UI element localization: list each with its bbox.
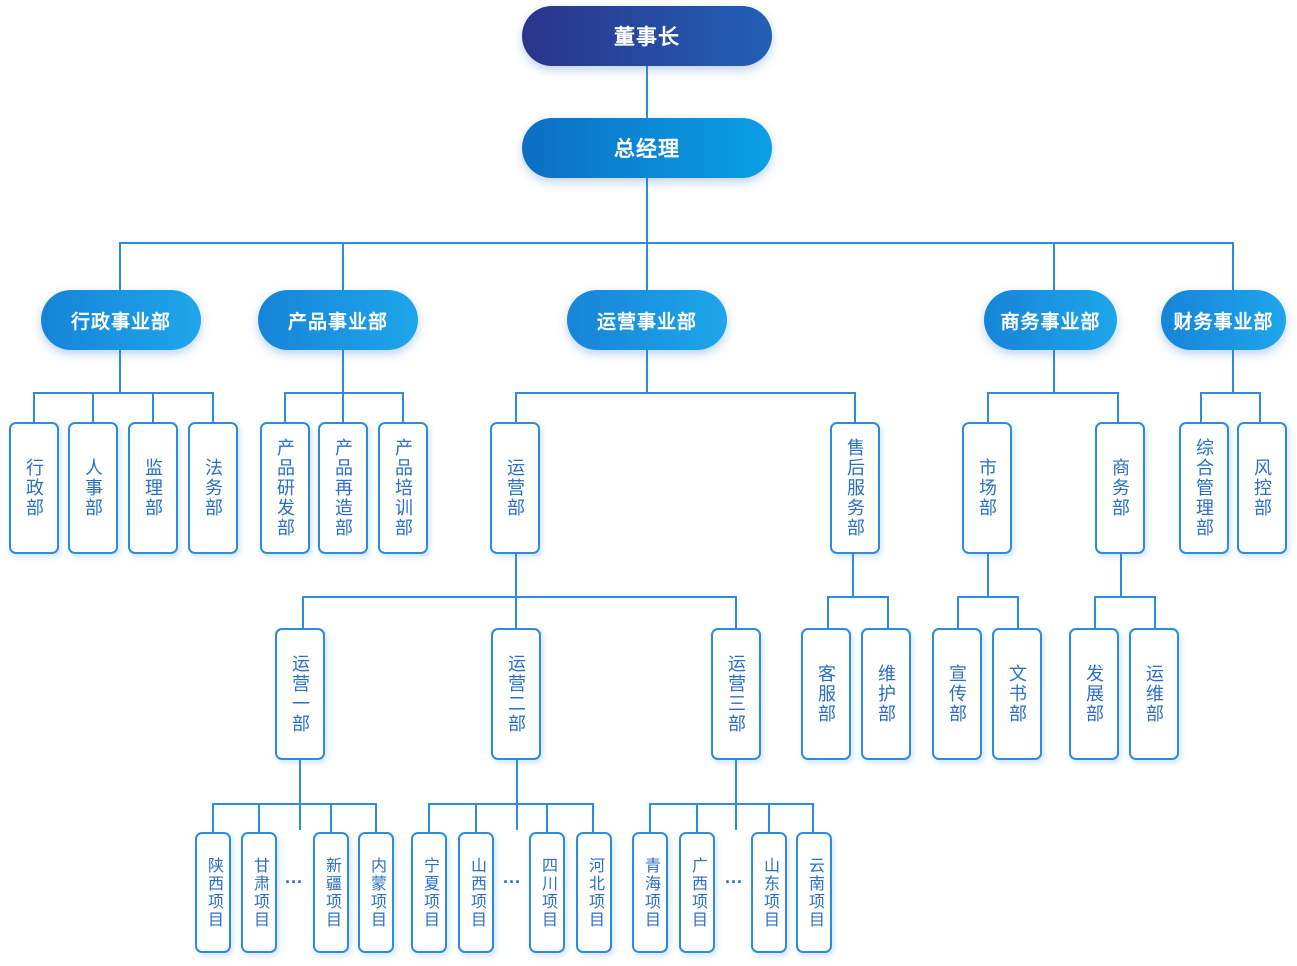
ellipsis-ops-one: ··· bbox=[285, 872, 303, 892]
connector-admin-depts bbox=[33, 348, 214, 422]
dept-commerce: 商务部 bbox=[1095, 422, 1145, 554]
project-yunnan: 云南项目 bbox=[796, 832, 832, 953]
dept-after-sales: 售后服务部 bbox=[830, 422, 880, 554]
division-business: 商务事业部 bbox=[984, 290, 1117, 350]
project-guangxi: 广西项目 bbox=[679, 832, 715, 953]
connector-business-depts bbox=[987, 348, 1119, 422]
connector-ops-subs bbox=[302, 553, 737, 628]
general-manager-node: 总经理 bbox=[522, 118, 772, 178]
project-inner-mongolia: 内蒙项目 bbox=[358, 832, 394, 953]
project-xinjiang: 新疆项目 bbox=[313, 832, 349, 953]
dept-risk-control: 风控部 bbox=[1237, 422, 1287, 554]
project-ningxia: 宁夏项目 bbox=[411, 832, 447, 953]
dept-product-rnd: 产品研发部 bbox=[260, 422, 310, 554]
division-admin: 行政事业部 bbox=[41, 290, 201, 350]
dept-market: 市场部 bbox=[962, 422, 1012, 554]
subdept-publicity: 宣传部 bbox=[932, 628, 982, 760]
connector-commerce-subs bbox=[1094, 553, 1156, 628]
dept-general-mgmt: 综合管理部 bbox=[1179, 422, 1229, 554]
connector-aftersales-subs bbox=[827, 553, 889, 628]
dept-hr: 人事部 bbox=[68, 422, 118, 554]
project-sichuan: 四川项目 bbox=[529, 832, 565, 953]
connector-product-depts bbox=[284, 348, 404, 422]
connector-ops-three-projects bbox=[649, 760, 814, 832]
subdept-ops-maintenance: 运维部 bbox=[1129, 628, 1179, 760]
division-product: 产品事业部 bbox=[258, 290, 418, 350]
chairman-node: 董事长 bbox=[522, 6, 772, 66]
dept-product-remake: 产品再造部 bbox=[318, 422, 368, 554]
subdept-maintenance: 维护部 bbox=[861, 628, 911, 760]
dept-legal: 法务部 bbox=[188, 422, 238, 554]
connector-ops-depts bbox=[515, 348, 856, 422]
project-shanxi: 山西项目 bbox=[458, 832, 494, 953]
dept-supervision: 监理部 bbox=[128, 422, 178, 554]
dept-operations: 运营部 bbox=[490, 422, 540, 554]
project-gansu: 甘肃项目 bbox=[241, 832, 277, 953]
subdept-ops-one: 运营一部 bbox=[275, 628, 325, 760]
ellipsis-ops-three: ··· bbox=[725, 872, 743, 892]
subdept-development: 发展部 bbox=[1069, 628, 1119, 760]
connector-finance-depts bbox=[1200, 348, 1261, 422]
division-finance: 财务事业部 bbox=[1161, 290, 1286, 350]
connector-division-bus bbox=[119, 242, 1234, 290]
dept-admin-office: 行政部 bbox=[9, 422, 59, 554]
project-qinghai: 青海项目 bbox=[632, 832, 668, 953]
connector-market-subs bbox=[957, 553, 1019, 628]
project-shandong: 山东项目 bbox=[751, 832, 787, 953]
ellipsis-ops-two: ··· bbox=[503, 872, 521, 892]
dept-product-training: 产品培训部 bbox=[378, 422, 428, 554]
subdept-customer-service: 客服部 bbox=[801, 628, 851, 760]
subdept-secretariat: 文书部 bbox=[992, 628, 1042, 760]
project-shaanxi: 陕西项目 bbox=[195, 832, 231, 953]
connector-ops-one-projects bbox=[212, 760, 377, 832]
subdept-ops-three: 运营三部 bbox=[711, 628, 761, 760]
subdept-ops-two: 运营二部 bbox=[491, 628, 541, 760]
division-operations: 运营事业部 bbox=[567, 290, 727, 350]
connector-ops-two-projects bbox=[428, 760, 594, 832]
project-hebei: 河北项目 bbox=[576, 832, 612, 953]
